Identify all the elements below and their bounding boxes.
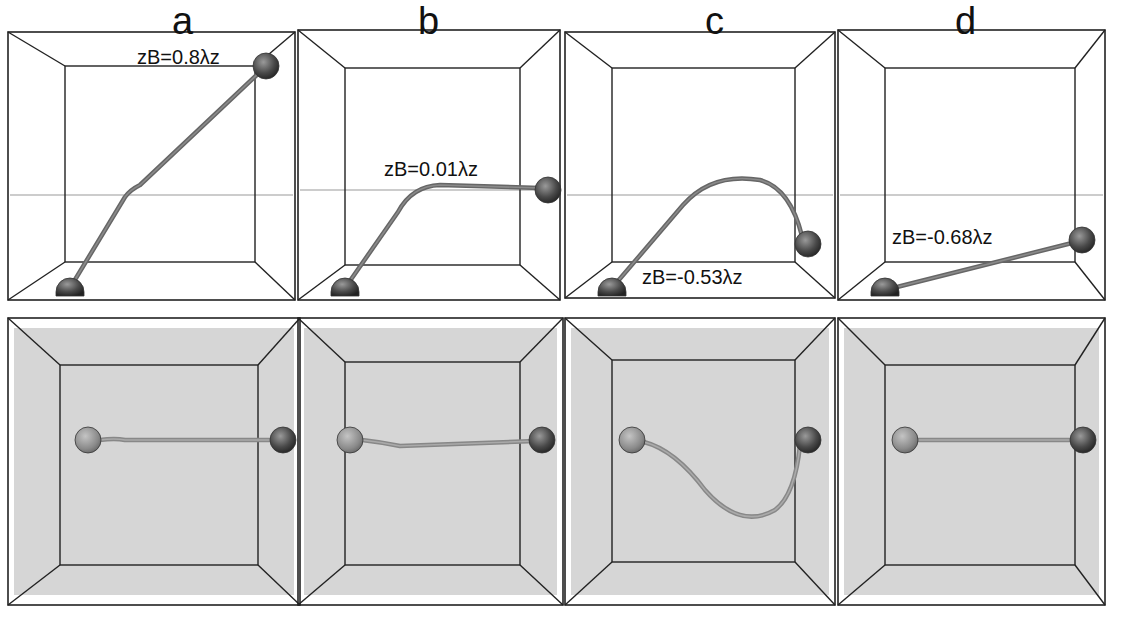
grey-floor <box>14 328 294 595</box>
top-view-box-edge <box>838 318 885 365</box>
top-view-box-edge <box>565 318 612 360</box>
grey-floor <box>571 328 829 595</box>
top-view-box-outer <box>565 318 835 605</box>
top-view-box-edge <box>258 565 300 605</box>
filament <box>100 439 275 440</box>
filament <box>915 438 1076 443</box>
panel-letter: c <box>705 0 724 43</box>
top-view-box-edge <box>1075 318 1105 365</box>
filament-highlight <box>70 70 262 288</box>
perspective-box-outer <box>565 32 835 298</box>
z-position-label: zB=0.01λz <box>382 158 480 181</box>
filament-highlight <box>100 439 275 440</box>
perspective-box-outer <box>8 32 295 300</box>
top-view-box-edge <box>795 318 835 360</box>
top-view-box-outer <box>838 318 1105 605</box>
top-view-box-outer <box>8 318 300 605</box>
filament <box>70 70 262 288</box>
bead-sphere <box>871 278 899 296</box>
top-view-box-inner <box>60 365 258 565</box>
bead-sphere <box>253 53 279 79</box>
bead-sphere <box>892 427 918 453</box>
top-view-box-edge <box>795 562 835 605</box>
perspective-box-edge <box>255 262 295 300</box>
panel-letter: b <box>418 0 439 43</box>
perspective-box-inner <box>885 68 1075 262</box>
bead-sphere <box>75 427 101 453</box>
filament-highlight <box>362 440 535 446</box>
top-view-box-edge <box>258 318 300 365</box>
perspective-box-edge <box>8 32 65 66</box>
perspective-box-outer <box>298 30 560 300</box>
perspective-box-edge <box>298 30 345 68</box>
perspective-box-outer <box>838 30 1105 300</box>
top-view-box-inner <box>612 360 795 562</box>
perspective-box-edge <box>520 265 560 300</box>
filament-highlight <box>612 178 802 288</box>
top-view-box-edge <box>298 565 345 605</box>
plane-line <box>567 194 833 195</box>
top-view-box-edge <box>565 562 612 605</box>
top-view-box-edge <box>520 318 563 362</box>
perspective-box-inner <box>345 68 520 265</box>
perspective-box-edge <box>520 30 560 68</box>
bead-sphere <box>795 427 821 453</box>
filament-highlight <box>885 242 1076 290</box>
top-view-box-edge <box>520 565 563 605</box>
perspective-box-edge <box>565 32 612 68</box>
filament <box>644 442 800 517</box>
bead-sphere <box>535 177 561 203</box>
bead-sphere <box>270 427 296 453</box>
filament <box>612 178 802 288</box>
filament <box>345 185 540 288</box>
z-position-label: zB=-0.53λz <box>640 266 745 289</box>
bead-sphere <box>619 427 645 453</box>
perspective-box-edge <box>838 30 885 68</box>
top-view-box-inner <box>345 362 520 565</box>
plane-line <box>840 194 1103 195</box>
perspective-box-inner <box>612 68 795 262</box>
perspective-box-edge <box>1075 262 1105 300</box>
top-view-box-outer <box>298 318 563 605</box>
z-position-label: zB=0.8λz <box>135 46 222 69</box>
filament <box>885 242 1076 290</box>
z-position-label: zB=-0.68λz <box>890 226 995 249</box>
grey-floor <box>304 328 557 595</box>
plane-line <box>10 194 293 195</box>
bead-sphere <box>1070 427 1096 453</box>
top-view-box-edge <box>8 565 60 605</box>
bead-sphere <box>1069 227 1095 253</box>
filament-highlight <box>644 442 800 517</box>
top-view-box-edge <box>838 565 885 605</box>
grey-floor <box>844 328 1099 595</box>
perspective-box-edge <box>795 32 835 68</box>
top-view-box-edge <box>8 318 60 365</box>
bead-sphere <box>529 427 555 453</box>
panel-letter: d <box>955 0 976 43</box>
filament <box>362 440 535 446</box>
bead-sphere <box>331 278 359 296</box>
perspective-box-edge <box>1075 30 1105 68</box>
filament-highlight <box>345 185 540 288</box>
top-view-box-edge <box>1075 565 1105 605</box>
bead-sphere <box>598 278 626 296</box>
bead-sphere <box>337 427 363 453</box>
filament-highlight <box>915 439 1076 441</box>
perspective-box-edge <box>795 262 835 298</box>
panel-letter: a <box>172 0 193 43</box>
bead-sphere <box>795 231 821 257</box>
bead-sphere <box>56 278 84 296</box>
top-view-box-inner <box>885 365 1075 565</box>
top-view-box-edge <box>298 318 345 362</box>
